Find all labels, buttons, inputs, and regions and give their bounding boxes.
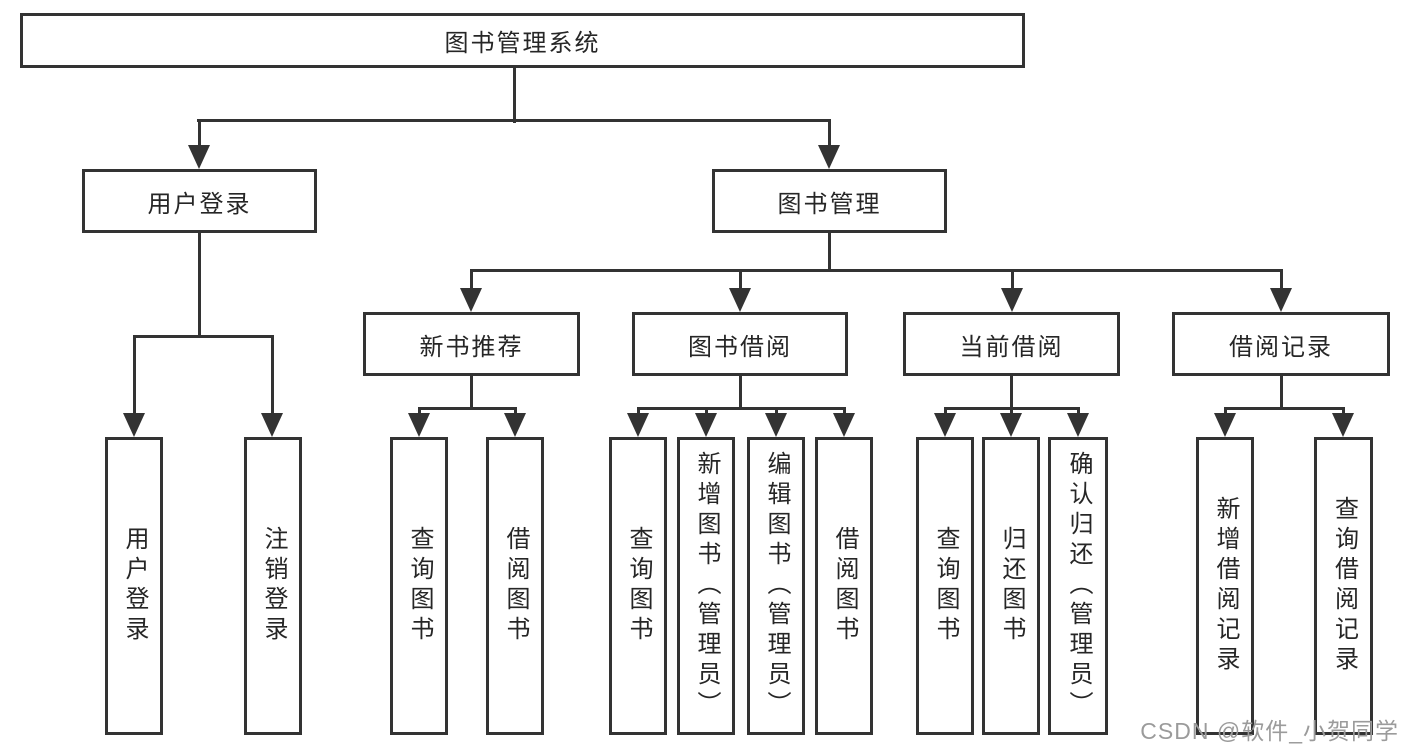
arrow-down-icon bbox=[729, 288, 751, 312]
connector-bookborrow-drop-2 bbox=[705, 407, 708, 416]
connector-newbook-drop-1 bbox=[418, 407, 421, 416]
leaf-query-books-current: 查询图书 bbox=[916, 437, 974, 735]
leaf-return-books-label: 归还图书 bbox=[998, 526, 1025, 646]
connector-newbook-stem bbox=[470, 374, 473, 410]
connector-borrowrecords-stem bbox=[1280, 374, 1283, 410]
leaf-borrow-books-recommend-label: 借阅图书 bbox=[502, 526, 529, 646]
connector-bookmgmt-drop-1 bbox=[470, 269, 473, 292]
arrow-down-icon bbox=[818, 145, 840, 169]
node-user-login-label: 用户登录 bbox=[147, 190, 252, 218]
leaf-logout: 注销登录 bbox=[244, 437, 302, 735]
arrow-down-icon bbox=[1270, 288, 1292, 312]
leaf-logout-label: 注销登录 bbox=[260, 526, 287, 646]
node-new-book-recommend-label: 新书推荐 bbox=[419, 333, 524, 361]
node-current-borrow: 当前借阅 bbox=[903, 312, 1120, 376]
node-book-borrow-label: 图书借阅 bbox=[688, 333, 792, 361]
leaf-borrow-books-borrow: 借阅图书 bbox=[815, 437, 873, 735]
arrow-down-icon bbox=[1067, 413, 1089, 437]
node-root-system: 图书管理系统 bbox=[20, 13, 1025, 68]
connector-borrowrecords-drop-2 bbox=[1342, 407, 1345, 416]
leaf-return-books: 归还图书 bbox=[982, 437, 1040, 735]
leaf-add-book-admin: 新增图书（管理员） bbox=[677, 437, 735, 735]
connector-root-drop-left bbox=[198, 119, 201, 149]
connector-userlogin-branch bbox=[133, 335, 274, 338]
leaf-user-login: 用户登录 bbox=[105, 437, 163, 735]
arrow-down-icon bbox=[934, 413, 956, 437]
node-book-management-label: 图书管理 bbox=[777, 190, 882, 218]
leaf-edit-book-admin-label: 编辑图书（管理员） bbox=[763, 451, 790, 721]
leaf-add-borrow-record: 新增借阅记录 bbox=[1196, 437, 1254, 735]
connector-bookmgmt-stem bbox=[828, 231, 831, 272]
arrow-down-icon bbox=[504, 413, 526, 437]
connector-bookborrow-drop-1 bbox=[637, 407, 640, 416]
arrow-down-icon bbox=[123, 413, 145, 437]
leaf-query-borrow-record-label: 查询借阅记录 bbox=[1330, 496, 1358, 676]
leaf-query-books-recommend-label: 查询图书 bbox=[406, 526, 433, 646]
leaf-query-books-recommend: 查询图书 bbox=[390, 437, 448, 735]
leaf-borrow-books-borrow-label: 借阅图书 bbox=[831, 526, 858, 646]
connector-bookmgmt-drop-3 bbox=[1011, 269, 1014, 292]
leaf-user-login-label: 用户登录 bbox=[121, 526, 148, 646]
connector-newbook-branch bbox=[418, 407, 517, 410]
arrow-down-icon bbox=[460, 288, 482, 312]
node-root-label: 图书管理系统 bbox=[444, 30, 601, 57]
node-user-login: 用户登录 bbox=[82, 169, 317, 233]
leaf-query-books-current-label: 查询图书 bbox=[932, 526, 959, 646]
connector-borrowrecords-drop-1 bbox=[1224, 407, 1227, 416]
arrow-down-icon bbox=[408, 413, 430, 437]
leaf-query-books-borrow: 查询图书 bbox=[609, 437, 667, 735]
arrow-down-icon bbox=[1332, 413, 1354, 437]
connector-userlogin-drop-2 bbox=[271, 335, 274, 417]
connector-root-drop-right bbox=[828, 119, 831, 149]
node-current-borrow-label: 当前借阅 bbox=[959, 333, 1064, 361]
leaf-confirm-return-admin-label: 确认归还（管理员） bbox=[1065, 451, 1092, 721]
leaf-borrow-books-recommend: 借阅图书 bbox=[486, 437, 544, 735]
connector-bookborrow-stem bbox=[739, 374, 742, 410]
connector-currentborrow-drop-2 bbox=[1010, 407, 1013, 416]
connector-borrowrecords-branch bbox=[1224, 407, 1345, 410]
arrow-down-icon bbox=[188, 145, 210, 169]
connector-root-branch bbox=[197, 119, 831, 122]
arrow-down-icon bbox=[1000, 413, 1022, 437]
connector-currentborrow-drop-1 bbox=[944, 407, 947, 416]
leaf-query-books-borrow-label: 查询图书 bbox=[625, 526, 652, 646]
arrow-down-icon bbox=[833, 413, 855, 437]
csdn-watermark: CSDN @软件_小贺同学 bbox=[1140, 718, 1399, 744]
leaf-edit-book-admin: 编辑图书（管理员） bbox=[747, 437, 805, 735]
arrow-down-icon bbox=[1214, 413, 1236, 437]
connector-bookmgmt-branch bbox=[470, 269, 1283, 272]
connector-userlogin-drop-1 bbox=[133, 335, 136, 417]
arrow-down-icon bbox=[1001, 288, 1023, 312]
connector-bookborrow-branch bbox=[637, 407, 846, 410]
node-book-borrow: 图书借阅 bbox=[632, 312, 848, 376]
connector-bookborrow-drop-4 bbox=[843, 407, 846, 416]
leaf-confirm-return-admin: 确认归还（管理员） bbox=[1048, 437, 1108, 735]
connector-currentborrow-drop-3 bbox=[1077, 407, 1080, 416]
arrow-down-icon bbox=[261, 413, 283, 437]
connector-bookmgmt-drop-4 bbox=[1280, 269, 1283, 292]
connector-bookborrow-drop-3 bbox=[775, 407, 778, 416]
node-new-book-recommend: 新书推荐 bbox=[363, 312, 580, 376]
connector-newbook-drop-2 bbox=[514, 407, 517, 416]
connector-userlogin-stem bbox=[198, 231, 201, 337]
leaf-add-book-admin-label: 新增图书（管理员） bbox=[693, 451, 720, 721]
leaf-query-borrow-record: 查询借阅记录 bbox=[1314, 437, 1373, 735]
connector-currentborrow-stem bbox=[1010, 374, 1013, 410]
node-book-management: 图书管理 bbox=[712, 169, 947, 233]
connector-bookmgmt-drop-2 bbox=[739, 269, 742, 292]
arrow-down-icon bbox=[627, 413, 649, 437]
leaf-add-borrow-record-label: 新增借阅记录 bbox=[1212, 496, 1239, 676]
node-borrow-records: 借阅记录 bbox=[1172, 312, 1390, 376]
node-borrow-records-label: 借阅记录 bbox=[1229, 333, 1333, 361]
arrow-down-icon bbox=[695, 413, 717, 437]
connector-root-stem bbox=[513, 66, 516, 123]
arrow-down-icon bbox=[765, 413, 787, 437]
